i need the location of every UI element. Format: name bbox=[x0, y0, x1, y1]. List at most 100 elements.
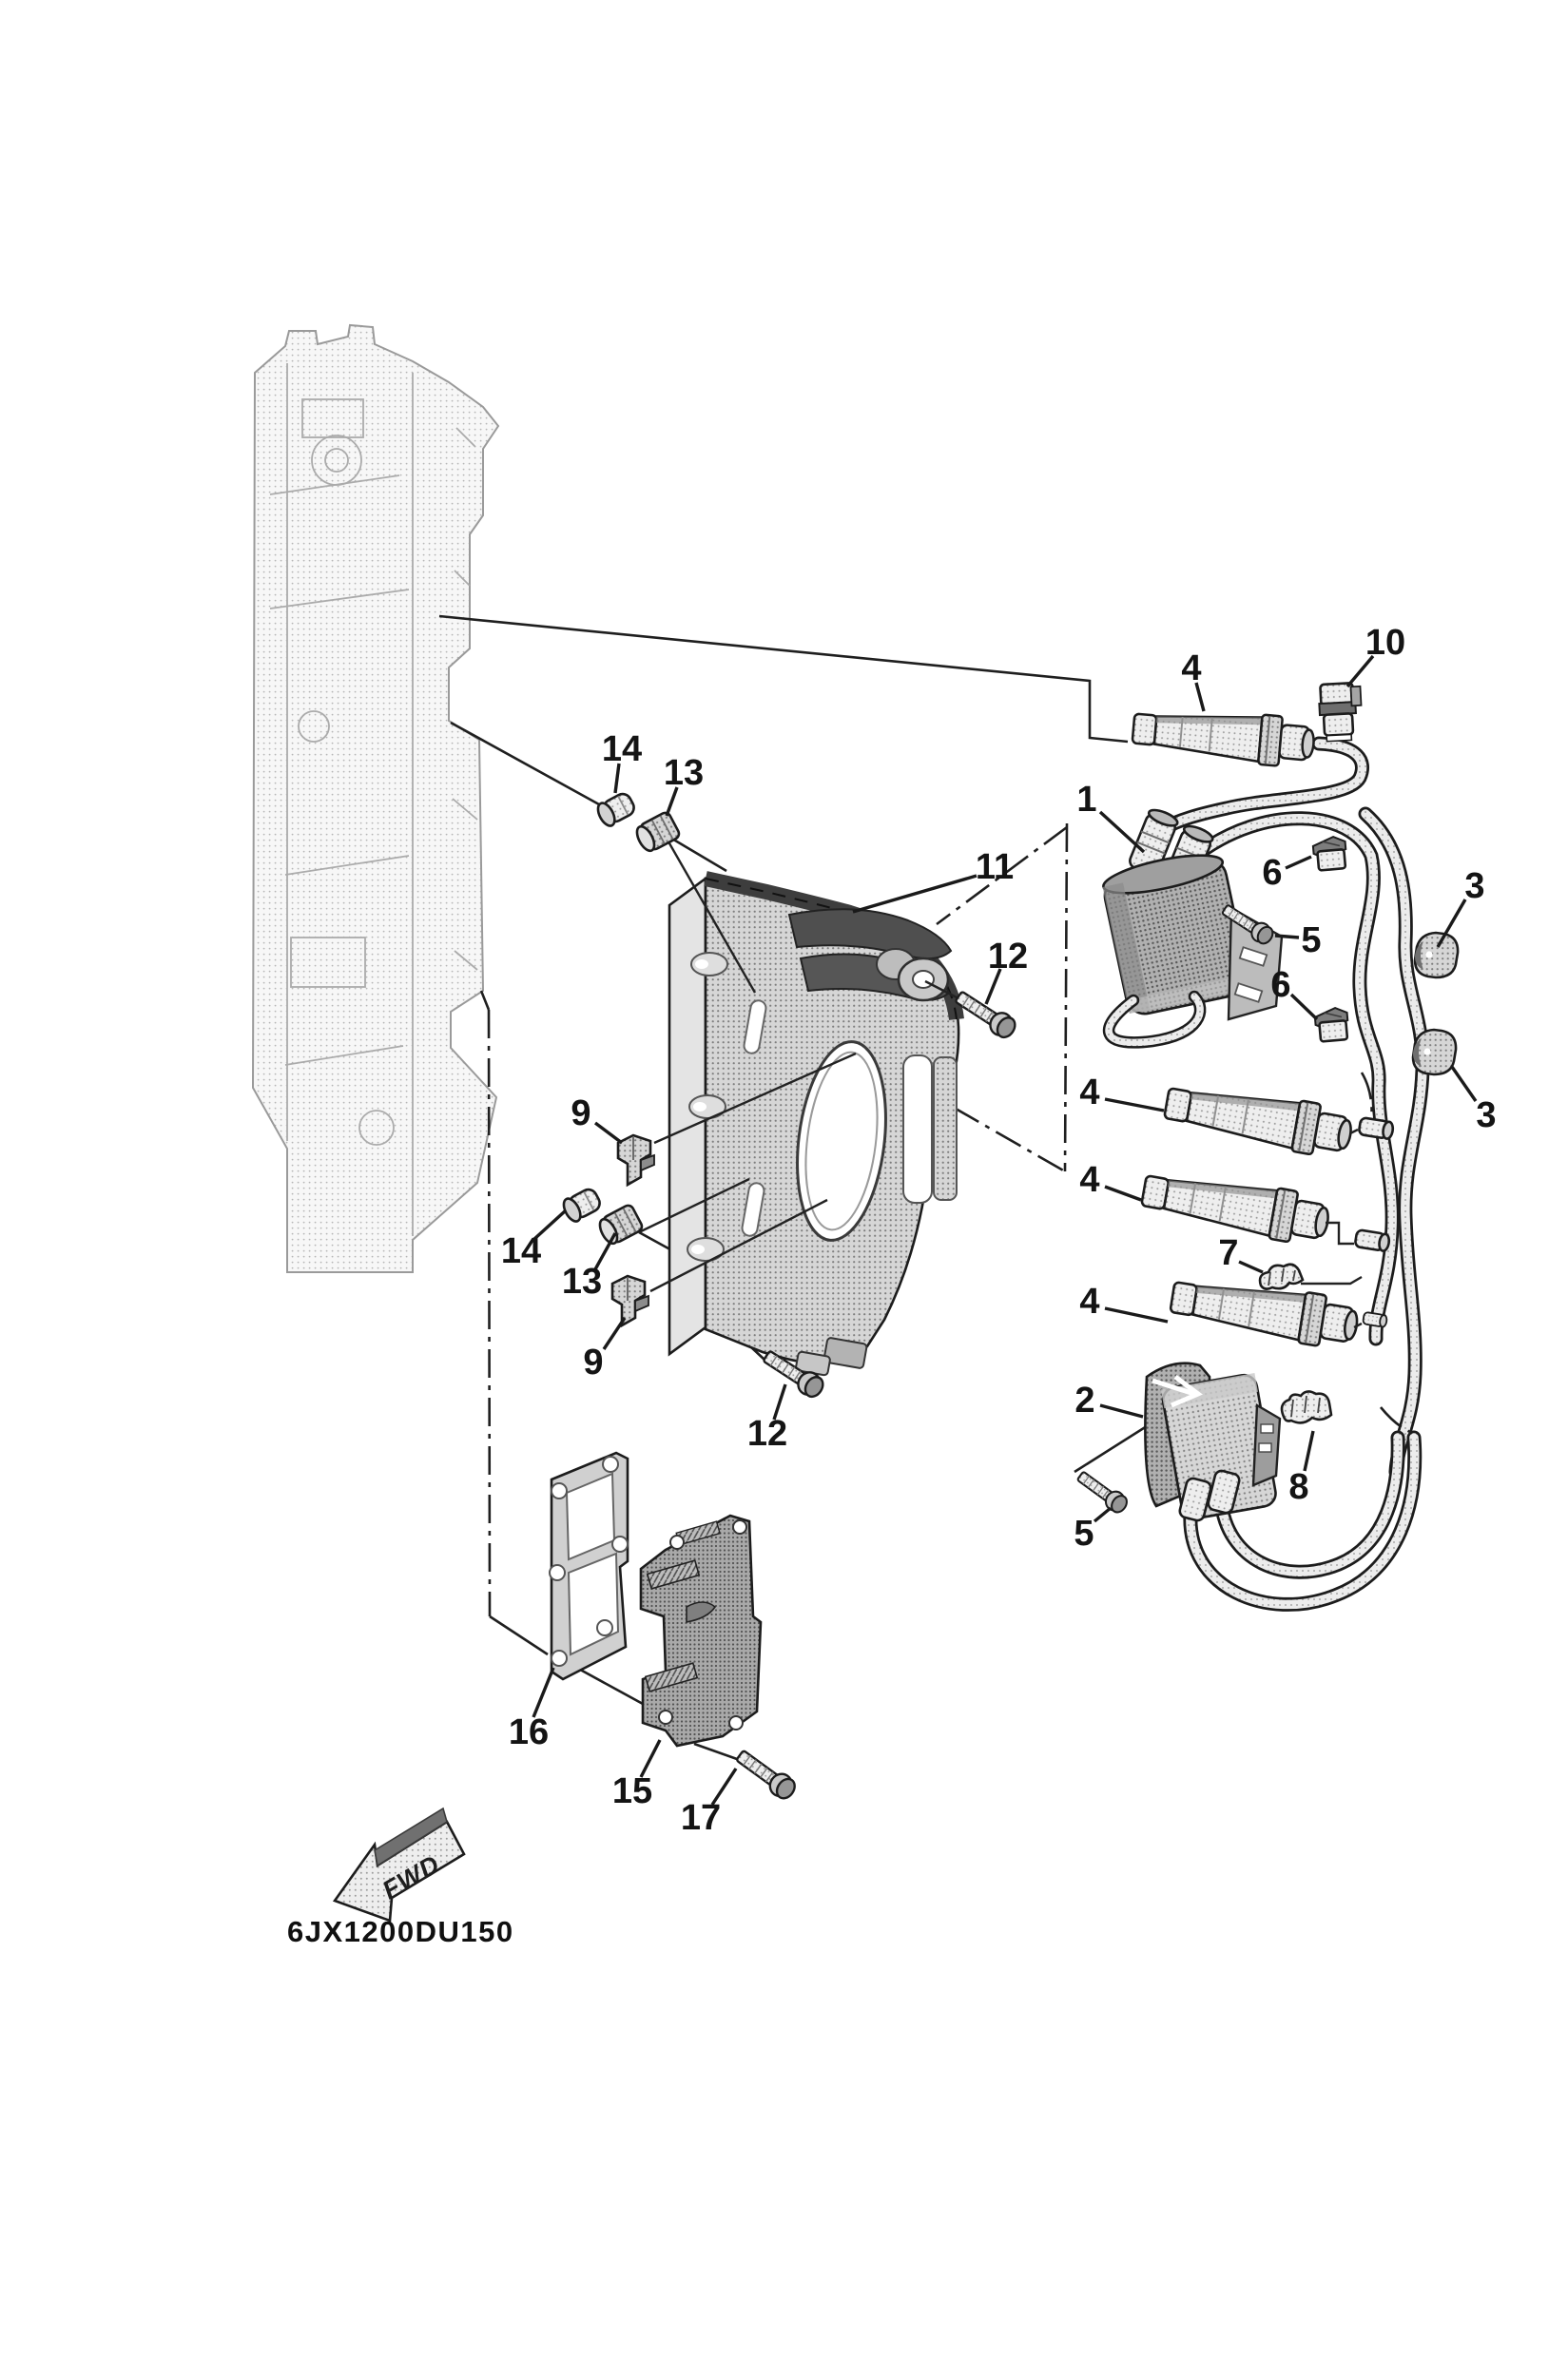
callout-label-4a: 4 bbox=[1181, 648, 1201, 688]
bracket-slot-1 bbox=[743, 999, 767, 1054]
callout-label-16: 16 bbox=[509, 1712, 549, 1752]
damper-14a bbox=[593, 788, 639, 830]
bracket-channel bbox=[902, 1054, 933, 1204]
leader-line-14a bbox=[613, 763, 621, 794]
leader-line-4d bbox=[1104, 1306, 1169, 1324]
leader-line-3b bbox=[1450, 1066, 1478, 1102]
leader-line-5b bbox=[1093, 1506, 1113, 1523]
bracket-foot-1 bbox=[823, 1337, 868, 1369]
leader-line-16 bbox=[532, 1667, 555, 1718]
leader-line-11 bbox=[852, 874, 978, 914]
collar-13a bbox=[631, 809, 683, 856]
axis-line-9b bbox=[649, 1198, 828, 1293]
clip-9b bbox=[610, 1274, 650, 1327]
projection-plate-to-bolt17 bbox=[693, 1742, 738, 1761]
ignition-coil-bracket bbox=[638, 836, 964, 1377]
leader-line-14b bbox=[532, 1209, 568, 1241]
axis-line-9a bbox=[653, 1052, 857, 1145]
coil2-arrow-mark bbox=[1152, 1375, 1203, 1408]
leader-line-12a bbox=[984, 968, 1002, 1005]
callout-label-6a: 6 bbox=[1262, 853, 1282, 893]
callout-label-3a: 3 bbox=[1464, 866, 1484, 906]
spark-plug-cap-1 bbox=[1130, 702, 1317, 770]
leader-line-3a bbox=[1436, 899, 1467, 948]
leader-line-4a bbox=[1194, 682, 1206, 712]
wire-break-mark-1 bbox=[1360, 1072, 1373, 1123]
spark-plug-cap-2 bbox=[1161, 1076, 1357, 1162]
part-code: 6JX1200DU150 bbox=[287, 1915, 514, 1948]
callout-label-4b: 4 bbox=[1079, 1073, 1099, 1112]
callout-label-6b: 6 bbox=[1270, 965, 1290, 1005]
bracket-oval-cutout bbox=[796, 1040, 887, 1242]
callout-label-4d: 4 bbox=[1079, 1282, 1099, 1322]
callout-label-15: 15 bbox=[612, 1771, 652, 1811]
projection-engine-elbow-left bbox=[479, 990, 491, 1011]
electrical-plate bbox=[639, 1514, 763, 1748]
bolt-5b bbox=[1074, 1466, 1132, 1518]
grommet-3a bbox=[1413, 931, 1460, 979]
fwd-arrow: FWD bbox=[332, 1807, 466, 1923]
leader-line-9a bbox=[593, 1121, 624, 1145]
damper-14b bbox=[559, 1184, 605, 1226]
phantom-vertical-right bbox=[1063, 822, 1069, 1172]
callout-label-11: 11 bbox=[976, 847, 1014, 887]
leader-line-4b bbox=[1104, 1097, 1165, 1112]
wire-stub-3 bbox=[1353, 1228, 1392, 1253]
ignition-coil-2 bbox=[1144, 1362, 1282, 1522]
collar-13b bbox=[594, 1202, 646, 1248]
leader-line-15 bbox=[639, 1739, 662, 1778]
leader-line-6b bbox=[1289, 993, 1319, 1021]
clip-6b bbox=[1312, 1005, 1351, 1044]
phantom-diag-right-top bbox=[936, 825, 1068, 926]
callout-label-8: 8 bbox=[1288, 1467, 1308, 1507]
callout-label-9a: 9 bbox=[571, 1093, 590, 1133]
leader-line-4c bbox=[1104, 1185, 1142, 1202]
engine-block-outline bbox=[251, 323, 500, 1273]
leader-line-13a bbox=[665, 786, 679, 817]
axis-line-boss bbox=[924, 979, 959, 1000]
leader-line-9b bbox=[602, 1317, 627, 1350]
leader-line-8 bbox=[1303, 1430, 1315, 1472]
callout-label-1: 1 bbox=[1076, 780, 1096, 820]
axis-line-13a bbox=[664, 836, 757, 994]
callout-label-13a: 13 bbox=[664, 753, 704, 793]
wire-stub-4 bbox=[1362, 1310, 1389, 1328]
callout-label-12b: 12 bbox=[747, 1414, 787, 1454]
projection-collar13a-to-bracket bbox=[665, 833, 727, 873]
callout-label-5b: 5 bbox=[1074, 1514, 1094, 1554]
leader-line-12b bbox=[772, 1383, 787, 1421]
wire-break-mark-2 bbox=[1379, 1406, 1416, 1436]
wire-stub-2 bbox=[1357, 1115, 1396, 1141]
callout-label-14a: 14 bbox=[602, 729, 642, 769]
callout-label-3b: 3 bbox=[1476, 1095, 1496, 1135]
callout-label-12a: 12 bbox=[988, 937, 1028, 976]
bolt-17 bbox=[731, 1745, 801, 1804]
clip-9a bbox=[616, 1133, 656, 1187]
clamp-8 bbox=[1280, 1390, 1333, 1424]
clamp-7 bbox=[1258, 1263, 1305, 1290]
callout-label-13b: 13 bbox=[562, 1262, 602, 1302]
axis-line-13b bbox=[638, 1177, 750, 1234]
callout-label-17: 17 bbox=[681, 1798, 721, 1838]
projection-left-to-gasket bbox=[489, 1615, 549, 1656]
phantom-vertical-left bbox=[487, 1009, 492, 1617]
callout-label-14b: 14 bbox=[501, 1231, 541, 1271]
leader-line-17 bbox=[710, 1768, 738, 1806]
wire-stub-connectors bbox=[1301, 1115, 1396, 1329]
projection-engine-to-damper14a bbox=[450, 721, 600, 806]
leader-line-6a bbox=[1285, 855, 1312, 870]
callout-label-9b: 9 bbox=[583, 1343, 603, 1383]
callout-label-7: 7 bbox=[1218, 1233, 1238, 1273]
leader-line-5a bbox=[1274, 934, 1300, 939]
callout-label-10: 10 bbox=[1365, 623, 1405, 663]
gasket bbox=[549, 1451, 629, 1681]
clamp-10 bbox=[1318, 682, 1363, 743]
leader-line-7 bbox=[1238, 1260, 1264, 1274]
clip-6a bbox=[1310, 834, 1349, 873]
bracket-side-bosses bbox=[687, 952, 728, 1262]
leader-line-10 bbox=[1345, 654, 1375, 688]
callout-label-5a: 5 bbox=[1301, 920, 1321, 960]
